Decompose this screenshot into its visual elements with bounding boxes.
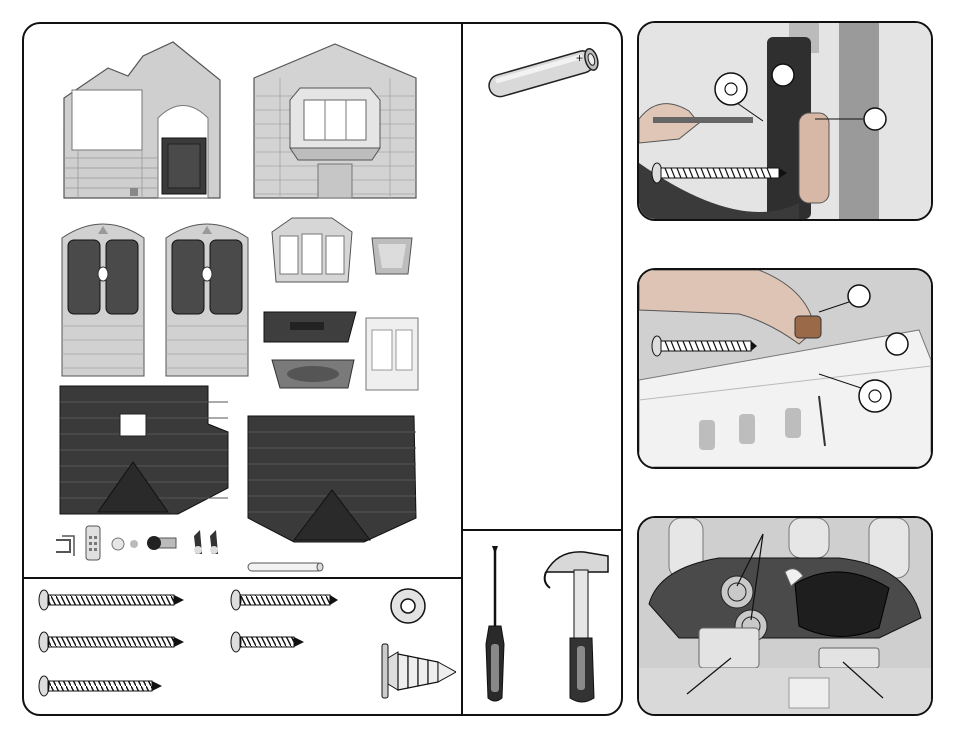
front-wall-part <box>58 38 228 203</box>
battery-plus-label: + <box>576 51 583 65</box>
side-wall-part <box>250 38 420 203</box>
medium-screw-2-icon <box>39 676 162 696</box>
long-screw-icon <box>39 590 184 610</box>
sink-tray-part <box>268 354 358 394</box>
right-door-part <box>162 214 252 379</box>
short-screw-icon <box>231 632 304 652</box>
parts-list-panel: + <box>22 22 623 716</box>
divider-vertical <box>461 24 463 716</box>
roof-panel-part <box>244 414 419 549</box>
roof-panel-with-skylight-part <box>58 384 233 524</box>
step-photo-2 <box>637 268 933 469</box>
divider-horizontal-right <box>461 529 623 531</box>
screwdriver-icon <box>480 544 510 706</box>
window-shade-part <box>370 234 414 278</box>
push-pin-anchor-icon <box>382 644 456 698</box>
callout-filled-circle <box>772 64 794 86</box>
callout-empty-circle-2 <box>886 333 908 355</box>
window-box-part <box>360 314 424 394</box>
step-photo-1 <box>637 21 933 221</box>
mail-slot-part <box>260 308 360 346</box>
left-door-part <box>58 214 148 379</box>
divider-horizontal-left <box>24 577 461 579</box>
washer-icon <box>391 589 425 623</box>
small-accessories-part <box>52 506 232 566</box>
hardware-screws <box>36 586 456 712</box>
step-photo-3 <box>637 516 933 716</box>
rod-part <box>246 560 326 574</box>
long-screw-2-icon <box>39 632 184 652</box>
hammer-icon <box>540 542 616 708</box>
bay-window-part <box>262 212 362 292</box>
medium-screw-icon <box>231 590 338 610</box>
battery-part: + <box>479 42 609 102</box>
